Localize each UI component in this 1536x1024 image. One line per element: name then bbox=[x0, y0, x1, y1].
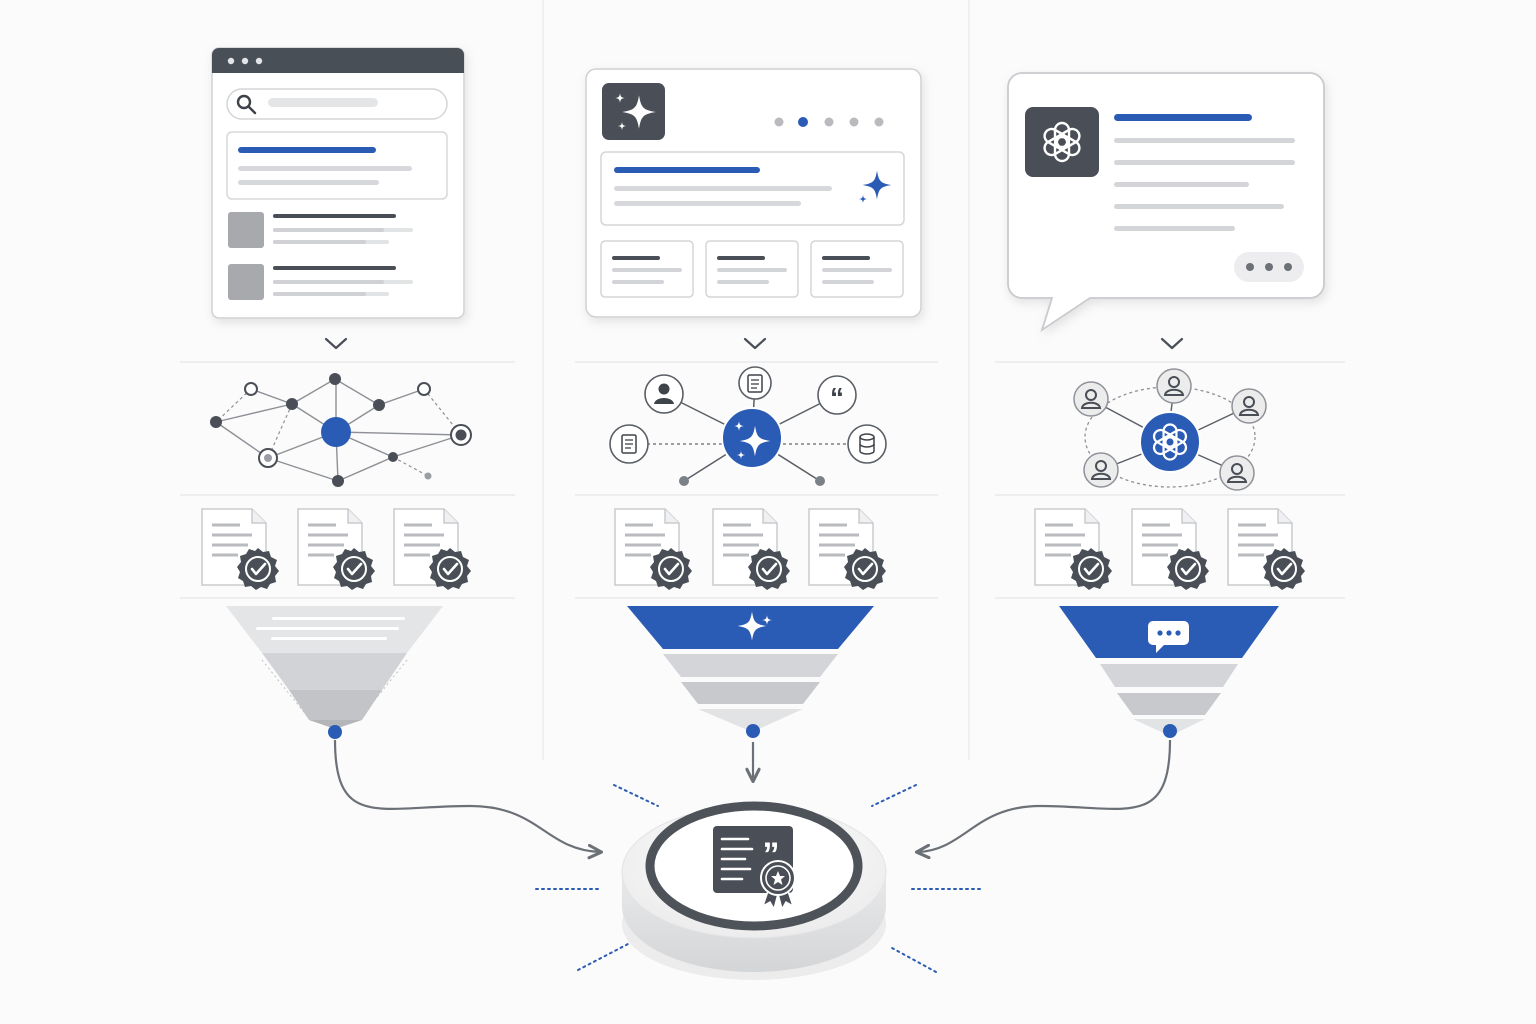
search-icon bbox=[236, 94, 257, 115]
window-dots bbox=[227, 57, 263, 65]
people-hub bbox=[1073, 368, 1267, 491]
chevron-down-icon bbox=[324, 337, 348, 350]
chat-bubble-icon bbox=[1148, 621, 1189, 653]
radiating-rays bbox=[535, 784, 981, 973]
result-item-2[interactable] bbox=[228, 264, 413, 300]
chevron-down-icon bbox=[1160, 337, 1184, 350]
link-graph bbox=[210, 373, 472, 487]
verified-docs-search bbox=[200, 507, 473, 592]
flow-connector-right bbox=[914, 739, 1172, 860]
database-node bbox=[847, 424, 887, 464]
verified-docs-ai-overview bbox=[613, 507, 888, 592]
funnel-output-dot bbox=[746, 724, 760, 738]
typing-indicator bbox=[1234, 252, 1304, 282]
quote-node: “ bbox=[817, 375, 857, 415]
column-dividers bbox=[542, 0, 970, 760]
result-item-1[interactable] bbox=[228, 212, 413, 248]
featured-result-card[interactable] bbox=[226, 131, 448, 200]
funnel-output-dot bbox=[1163, 724, 1177, 738]
person-node bbox=[644, 374, 684, 414]
entity-hub: “ bbox=[609, 366, 887, 486]
row-dividers bbox=[180, 361, 1345, 599]
file-node bbox=[609, 424, 649, 464]
source-card-2[interactable] bbox=[705, 240, 799, 298]
carousel-dots[interactable] bbox=[774, 117, 884, 127]
cited-certificate-icon: ” bbox=[713, 826, 796, 911]
source-card-3[interactable] bbox=[810, 240, 904, 298]
search-bar[interactable] bbox=[226, 88, 448, 120]
source-card-1[interactable] bbox=[600, 240, 694, 298]
sparkle-app-icon bbox=[602, 83, 665, 140]
funnel-chat-assistant bbox=[1059, 606, 1279, 738]
flow-connector-left bbox=[333, 739, 604, 860]
funnel-output-dot bbox=[328, 725, 342, 739]
funnel-search bbox=[226, 606, 443, 739]
chat-message-lines bbox=[1114, 114, 1295, 231]
text-lines-icon bbox=[256, 617, 405, 640]
funnel-ai-overview bbox=[627, 606, 874, 738]
verified-docs-chat-assistant bbox=[1033, 507, 1307, 592]
ai-summary-card[interactable] bbox=[600, 151, 905, 226]
assistant-logo-icon bbox=[1025, 107, 1099, 177]
chevron-down-icon bbox=[743, 337, 767, 350]
citation-platform bbox=[621, 801, 887, 980]
svg-text:“: “ bbox=[830, 382, 844, 413]
document-node bbox=[738, 366, 772, 400]
